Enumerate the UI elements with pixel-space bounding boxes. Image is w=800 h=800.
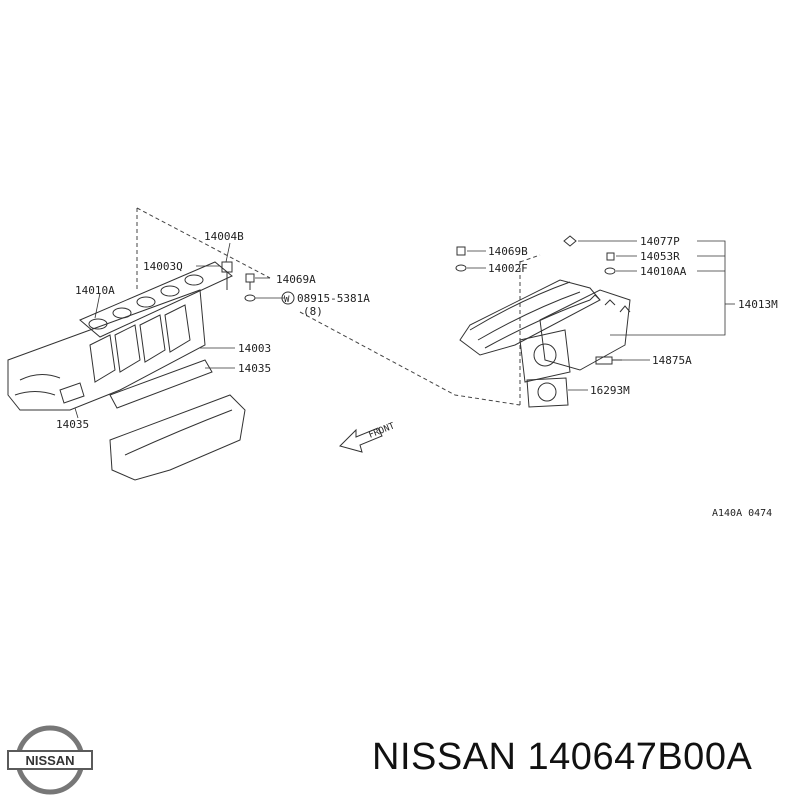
label-14013m: 14013M	[738, 298, 778, 311]
label-14069b: 14069B	[488, 245, 528, 258]
label-14002f: 14002F	[488, 262, 528, 275]
collector-cover	[109, 394, 246, 481]
label-14004b: 14004B	[204, 230, 244, 243]
bolts-right	[455, 235, 616, 275]
leader-lines-left	[74, 242, 285, 419]
washer-08915	[244, 294, 256, 302]
bolt-14004b	[221, 261, 233, 290]
front-arrow-icon	[339, 427, 383, 453]
label-08915: 08915-5381A	[297, 292, 370, 305]
label-14077p: 14077P	[640, 235, 680, 248]
sensor-14875a	[595, 356, 622, 365]
label-14010a: 14010A	[75, 284, 115, 297]
label-14003q: 14003Q	[143, 260, 183, 273]
part-caption: NISSAN 140647B00A	[372, 736, 753, 778]
throttle-body	[519, 329, 571, 383]
manifold-gasket-14010a	[79, 261, 233, 338]
gasket-14035	[59, 359, 213, 409]
grouping-outline	[136, 207, 541, 406]
nissan-logo: NISSAN	[7, 725, 93, 795]
label-front: FRONT	[367, 421, 396, 441]
label-16293m: 16293M	[590, 384, 630, 397]
intake-manifold-upper	[459, 279, 631, 371]
gasket-16293m	[526, 377, 569, 408]
label-14010aa: 14010AA	[640, 265, 687, 278]
bolt-14069a	[245, 273, 255, 290]
label-14003: 14003	[238, 342, 271, 355]
label-14035-b: 14035	[56, 418, 89, 431]
label-14053r: 14053R	[640, 250, 680, 263]
logo-wordmark: NISSAN	[25, 753, 74, 768]
leader-lines-right	[467, 240, 735, 391]
washer-mark: W	[284, 295, 290, 305]
washer-mark-circle	[281, 291, 295, 305]
reference-code: A140A 0474	[712, 508, 772, 519]
label-08915-qty: (8)	[303, 305, 323, 318]
label-14069a: 14069A	[276, 273, 316, 286]
intake-manifold-lower	[7, 289, 206, 411]
label-14035-a: 14035	[238, 362, 271, 375]
label-14875a: 14875A	[652, 354, 692, 367]
